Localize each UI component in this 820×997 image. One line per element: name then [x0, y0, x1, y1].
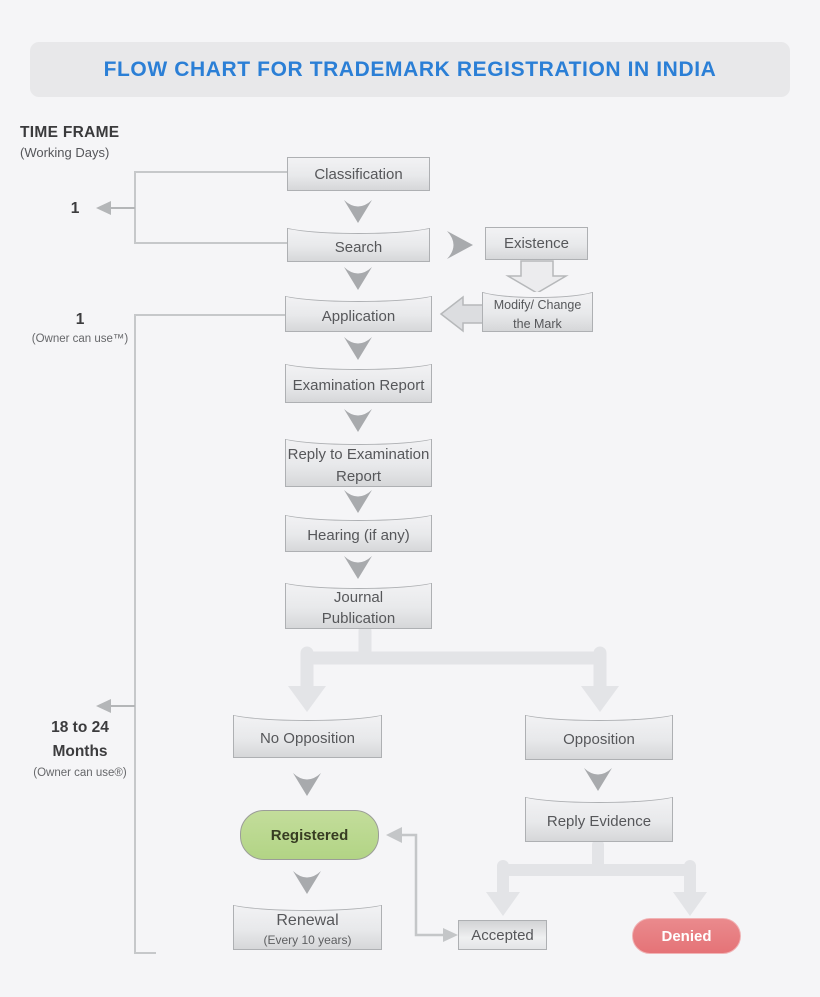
node-reply-evidence: Reply Evidence [525, 797, 673, 842]
right-arrowhead-icon [443, 928, 458, 942]
node-label: Search [334, 238, 383, 256]
left-arrowhead-icon [386, 827, 402, 843]
page-title: FLOW CHART FOR TRADEMARK REGISTRATION IN… [103, 57, 717, 81]
months-range: 18 to 24 [51, 719, 109, 736]
node-denied: Denied [632, 918, 741, 954]
node-label-line2: Report [335, 467, 382, 485]
node-search: Search [287, 228, 430, 262]
elbow-registered-accepted [389, 833, 447, 937]
node-label-line2: the Mark [513, 316, 562, 331]
node-application: Application [285, 296, 432, 332]
node-examination-report: Examination Report [285, 364, 432, 403]
chevron-down-icon-examination-reply [344, 409, 372, 432]
node-journal-publication: Journal Publication [285, 583, 432, 629]
node-label: Accepted [471, 926, 534, 944]
node-label: No Opposition [259, 730, 356, 747]
node-label: Application [321, 307, 396, 325]
node-label: Opposition [563, 731, 635, 748]
node-label-line1: Journal [333, 588, 384, 606]
node-label-line2: Publication [321, 609, 396, 627]
node-label: Registered [270, 826, 349, 844]
node-modify-change-mark: Modify/ Change the Mark [482, 292, 593, 332]
node-label: Renewal [276, 912, 339, 929]
chevron-down-icon-noopposition-registered [293, 773, 321, 796]
node-reply-examination-report: Reply to Examination Report [285, 439, 432, 487]
chevron-right-icon-search-existence [447, 231, 473, 259]
node-accepted: Accepted [458, 920, 547, 950]
thick-down-arrowhead-icon [288, 686, 326, 712]
splitter-replyevidence-branches [497, 839, 696, 900]
node-label: Examination Report [292, 377, 425, 394]
chevron-down-icon-reply-hearing [344, 490, 372, 513]
node-label: Classification [314, 165, 403, 183]
timeframe-marker-registration: 18 to 24 Months (Owner can use®) [15, 716, 145, 780]
bracket-search-timeframe [134, 171, 287, 244]
left-arrowhead-icon [96, 699, 111, 713]
chevron-down-icon-registered-renewal [293, 871, 321, 894]
owner-note: (Owner can use®) [33, 767, 127, 779]
timeframe-subtitle: (Working Days) [20, 145, 110, 160]
chevron-down-icon-application-examination [344, 337, 372, 360]
timeframe-marker-search: 1 [40, 197, 110, 221]
node-registered: Registered [240, 810, 379, 860]
node-label: Existence [503, 235, 570, 252]
chevron-down-icon-search-application [344, 267, 372, 290]
node-renewal: Renewal (Every 10 years) [233, 905, 382, 950]
months-label: Months [52, 743, 108, 760]
timeframe-title: TIME FRAME [20, 124, 120, 141]
node-existence: Existence [485, 227, 588, 260]
node-opposition: Opposition [525, 715, 673, 760]
days-value: 1 [75, 311, 85, 328]
node-label: Hearing (if any) [307, 527, 410, 544]
node-label: Denied [661, 927, 712, 945]
owner-note: (Owner can use™) [31, 333, 129, 345]
thick-down-arrowhead-icon [581, 686, 619, 712]
chevron-down-icon-hearing-journal [344, 556, 372, 579]
thick-down-arrowhead-icon [486, 892, 520, 916]
chevron-down-icon-opposition-replyevidence [584, 768, 612, 791]
node-label-line1: Modify/ Change [493, 297, 582, 312]
timeframe-marker-application: 1 (Owner can use™) [15, 308, 145, 346]
chevron-down-icon-classification-search [344, 200, 372, 223]
node-sublabel: (Every 10 years) [263, 933, 352, 947]
node-no-opposition: No Opposition [233, 715, 382, 758]
title-banner: FLOW CHART FOR TRADEMARK REGISTRATION IN… [30, 42, 790, 97]
splitter-journal-branches [300, 624, 607, 695]
node-label: Reply Evidence [546, 813, 652, 830]
days-value: 1 [70, 200, 80, 217]
block-arrow-down-existence-modify [505, 260, 569, 294]
block-arrow-left-modify-application [439, 295, 484, 333]
node-classification: Classification [287, 157, 430, 191]
bracket-application-timeframe [134, 314, 287, 954]
thick-down-arrowhead-icon [673, 892, 707, 916]
node-label-line1: Reply to Examination [287, 445, 430, 463]
timeframe-heading: TIME FRAME (Working Days) [20, 124, 140, 160]
node-hearing: Hearing (if any) [285, 515, 432, 552]
left-arrowhead-icon [96, 201, 111, 215]
